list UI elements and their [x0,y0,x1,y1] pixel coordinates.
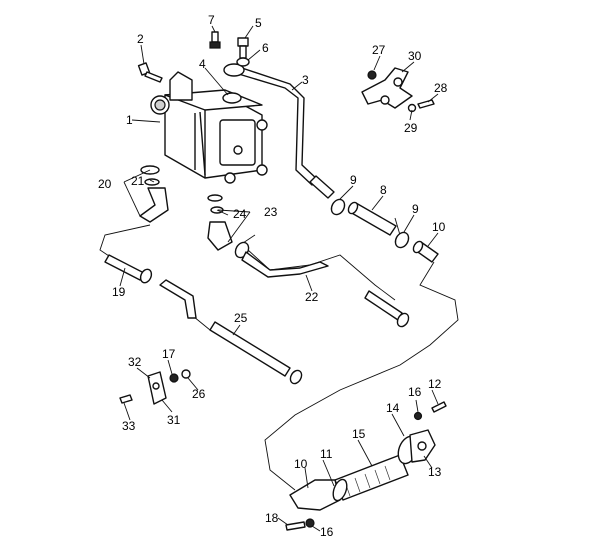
callout-27: 27 [372,43,386,57]
callout-19: 19 [112,285,126,299]
callout-13: 13 [428,465,442,479]
clamp-assembly[interactable] [361,67,435,113]
callout-22: 22 [305,290,319,304]
callout-8: 8 [380,183,387,197]
o-ring[interactable] [222,92,242,104]
callout-7: 7 [208,13,215,27]
callout-16a: 16 [408,385,422,399]
pipe-stub[interactable] [412,240,439,263]
callout-15: 15 [352,427,366,441]
flange-gasket-assembly[interactable] [395,401,447,466]
sealing-washer[interactable] [236,57,250,67]
flange-pipe[interactable] [289,478,349,511]
callout-12: 12 [428,377,442,391]
bottom-screw-assembly[interactable] [285,518,315,531]
callout-2: 2 [137,32,144,46]
line-19[interactable] [104,254,153,284]
callout-10b: 10 [294,457,308,471]
bleed-screw[interactable] [209,31,221,49]
callout-31: 31 [167,413,181,427]
callout-1: 1 [126,113,133,127]
callout-23: 23 [264,205,278,219]
callout-3: 3 [302,73,309,87]
callout-21: 21 [131,174,145,188]
callout-29: 29 [404,121,418,135]
callout-30: 30 [408,49,422,63]
banjo-bolt[interactable] [237,37,249,59]
callout-25: 25 [234,311,248,325]
callout-18: 18 [265,511,279,525]
callout-4: 4 [199,57,206,71]
callout-28: 28 [434,81,448,95]
callout-14: 14 [386,401,400,415]
callout-11: 11 [320,447,333,461]
callout-5: 5 [255,16,262,30]
callout-9a: 9 [350,173,357,187]
return-line[interactable] [364,290,411,329]
hydraulic-pump[interactable] [150,71,268,184]
line-25[interactable] [159,279,304,386]
callout-24: 24 [233,207,247,221]
hose[interactable] [347,201,397,236]
callout-26: 26 [192,387,206,401]
suction-hose[interactable] [334,454,409,501]
callout-9b: 9 [412,202,419,216]
callout-labels: 1 2 3 4 5 6 7 8 9 9 10 10 11 12 13 14 15… [98,13,448,539]
hose-clamp-lower[interactable] [393,230,411,250]
leader-lines [119,25,439,532]
callout-33: 33 [122,419,136,433]
bolt[interactable] [137,62,163,83]
hose-clamp-upper[interactable] [329,197,347,217]
callout-10a: 10 [432,220,446,234]
callout-32: 32 [128,355,142,369]
bracket-assembly[interactable] [119,369,191,405]
callout-20: 20 [98,177,112,191]
callout-6: 6 [262,41,269,55]
callout-16b: 16 [320,525,334,539]
callout-17: 17 [162,347,176,361]
line-22[interactable] [233,240,329,278]
pressure-tube[interactable] [223,63,335,199]
